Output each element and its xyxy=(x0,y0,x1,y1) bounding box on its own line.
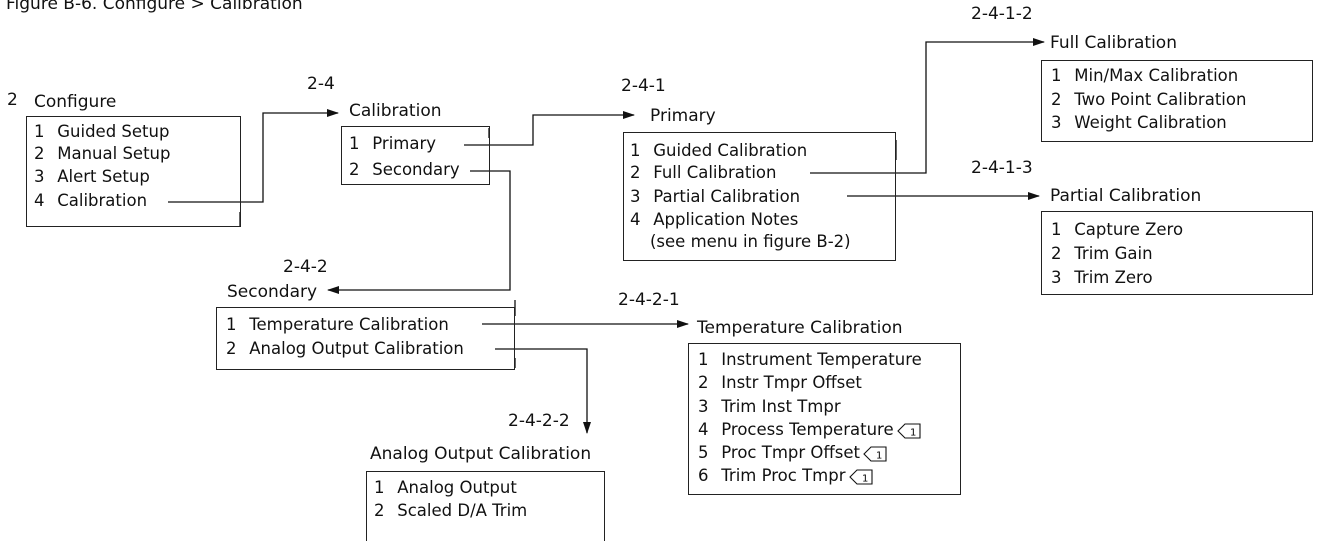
note-reference-number: 1 xyxy=(876,450,882,461)
menu-item-application-notes[interactable]: 4 Application Notes xyxy=(630,210,799,229)
menu-number-configure: 2 xyxy=(7,90,18,110)
menu-number-secondary: 2-4-2 xyxy=(283,257,328,277)
note-reference-icon: 1 xyxy=(863,445,887,462)
menu-title-calibration: Calibration xyxy=(349,101,442,121)
menu-number-calibration: 2-4 xyxy=(307,74,335,94)
arrow-configure-to-calibration xyxy=(168,109,339,203)
menu-item-guided-setup[interactable]: 1 Guided Setup xyxy=(34,122,170,141)
menu-title-analog-output-calibration: Analog Output Calibration xyxy=(370,444,592,464)
menu-title-secondary: Secondary xyxy=(227,282,318,302)
menu-box-calibration: 1 Primary 2 Secondary xyxy=(341,126,490,185)
menu-box-primary: 1 Guided Calibration 2 Full Calibration … xyxy=(623,132,896,261)
menu-title-temperature-calibration: Temperature Calibration xyxy=(697,318,903,338)
note-reference-number: 1 xyxy=(862,473,868,484)
menu-item-trim-zero[interactable]: 3 Trim Zero xyxy=(1051,268,1153,287)
menu-item-guided-calibration[interactable]: 1 Guided Calibration xyxy=(630,141,808,160)
menu-item-capture-zero[interactable]: 1 Capture Zero xyxy=(1051,220,1184,239)
menu-item-manual-setup[interactable]: 2 Manual Setup xyxy=(34,144,171,163)
menu-item-min-max-calibration[interactable]: 1 Min/Max Calibration xyxy=(1051,66,1239,85)
menu-box-partial-calibration: 1 Capture Zero 2 Trim Gain 3 Trim Zero xyxy=(1041,211,1313,295)
menu-box-secondary: 1 Temperature Calibration 2 Analog Outpu… xyxy=(216,307,515,370)
menu-number-temperature-calibration: 2-4-2-1 xyxy=(618,290,680,310)
menu-item-temperature-calibration[interactable]: 1 Temperature Calibration xyxy=(226,315,449,334)
menu-item-two-point-calibration[interactable]: 2 Two Point Calibration xyxy=(1051,90,1247,109)
arrow-calibration-to-primary xyxy=(464,111,635,146)
menu-item-primary[interactable]: 1 Primary xyxy=(349,134,437,153)
menu-item-trim-inst-tmpr[interactable]: 3 Trim Inst Tmpr xyxy=(698,397,841,416)
menu-title-partial-calibration: Partial Calibration xyxy=(1050,186,1202,206)
menu-box-full-calibration: 1 Min/Max Calibration 2 Two Point Calibr… xyxy=(1041,60,1313,142)
menu-item-alert-setup[interactable]: 3 Alert Setup xyxy=(34,167,150,186)
arrow-primary-to-full-calibration xyxy=(810,38,1045,174)
menu-title-full-calibration: Full Calibration xyxy=(1050,33,1177,53)
menu-item-trim-gain[interactable]: 2 Trim Gain xyxy=(1051,244,1153,263)
menu-number-primary: 2-4-1 xyxy=(621,76,666,96)
menu-number-analog-output-calibration: 2-4-2-2 xyxy=(508,411,570,431)
menu-title-primary: Primary xyxy=(650,106,716,126)
menu-item-calibration[interactable]: 4 Calibration xyxy=(34,191,148,210)
menu-item-analog-output[interactable]: 1 Analog Output xyxy=(374,478,517,497)
menu-item-secondary[interactable]: 2 Secondary xyxy=(349,160,460,179)
menu-item-instrument-temperature[interactable]: 1 Instrument Temperature xyxy=(698,350,922,369)
arrow-secondary-to-analog-output-calibration xyxy=(495,348,591,434)
figure-title: Figure B-6. Configure > Calibration xyxy=(6,0,303,14)
note-reference-icon: 1 xyxy=(896,422,921,439)
menu-item-instr-tmpr-offset[interactable]: 2 Instr Tmpr Offset xyxy=(698,373,862,392)
note-reference-icon: 1 xyxy=(848,468,873,485)
menu-item-full-calibration[interactable]: 2 Full Calibration xyxy=(630,163,777,182)
menu-box-configure: 1 Guided Setup 2 Manual Setup 3 Alert Se… xyxy=(26,116,241,227)
application-notes-reference: (see menu in figure B-2) xyxy=(650,232,851,251)
menu-item-weight-calibration[interactable]: 3 Weight Calibration xyxy=(1051,113,1227,132)
menu-number-partial-calibration: 2-4-1-3 xyxy=(971,158,1033,178)
menu-item-partial-calibration[interactable]: 3 Partial Calibration xyxy=(630,187,801,206)
menu-title-configure: Configure xyxy=(34,92,117,112)
arrow-calibration-to-secondary xyxy=(327,170,511,294)
menu-box-analog-output-calibration: 1 Analog Output 2 Scaled D/A Trim xyxy=(366,471,605,541)
menu-item-analog-output-calibration[interactable]: 2 Analog Output Calibration xyxy=(226,339,464,358)
menu-item-scaled-da-trim[interactable]: 2 Scaled D/A Trim xyxy=(374,501,528,520)
menu-box-temperature-calibration: 1 Instrument Temperature 2 Instr Tmpr Of… xyxy=(688,343,961,495)
note-reference-number: 1 xyxy=(910,427,916,438)
menu-number-full-calibration: 2-4-1-2 xyxy=(971,4,1033,24)
